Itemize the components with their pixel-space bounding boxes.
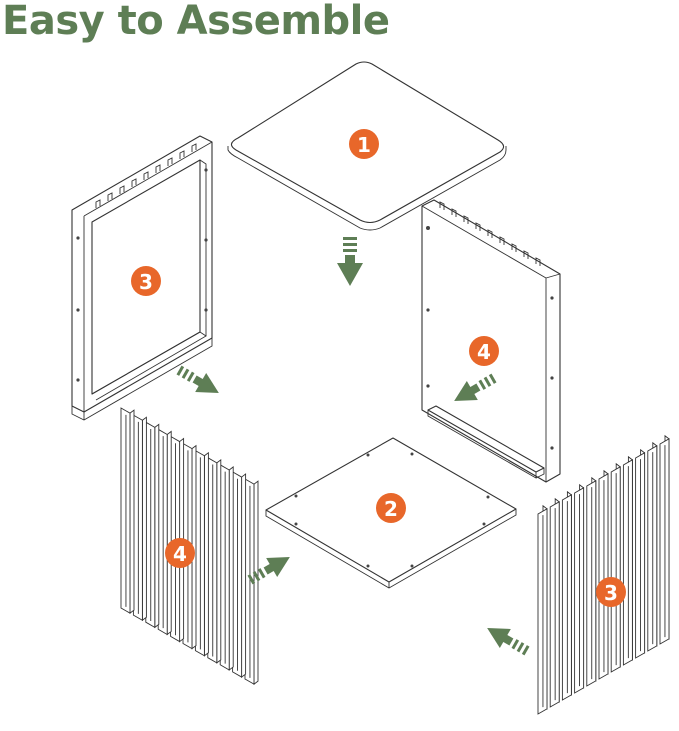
svg-text:4: 4 [477, 340, 491, 364]
top-board: 1 [227, 61, 507, 231]
arrow-down-right-icon [176, 365, 219, 393]
arrow-up-right-icon [247, 557, 290, 585]
svg-text:1: 1 [357, 133, 371, 157]
svg-text:3: 3 [604, 581, 618, 605]
arrow-up-left-icon [487, 628, 530, 656]
back-panel: 4 [421, 199, 561, 483]
arrow-down-left-icon [454, 373, 497, 401]
slat-side [141, 416, 147, 622]
side-frame-left: 3 [71, 135, 213, 421]
svg-text:2: 2 [384, 497, 398, 521]
arrow-down-icon [337, 237, 363, 286]
slat [194, 449, 205, 657]
slatted-front-panel [120, 407, 259, 686]
badge-1: 1 [349, 129, 379, 159]
page-title: Easy to Assemble [2, 0, 390, 44]
svg-text:3: 3 [139, 270, 153, 294]
slat-side [203, 451, 209, 657]
slat-side [129, 409, 135, 615]
bottom-board: 2 [265, 437, 517, 589]
slat-side [241, 473, 247, 678]
slat [132, 414, 143, 622]
slatted-side-panel [537, 434, 670, 715]
slat-side [216, 458, 222, 664]
svg-text:4: 4 [173, 542, 187, 566]
slat-side [228, 466, 234, 671]
badge-2: 2 [376, 493, 406, 523]
badge-3-left: 3 [131, 266, 161, 296]
badge-4-front: 4 [165, 538, 195, 568]
badge-3-right: 3 [596, 577, 626, 607]
badge-4-back: 4 [469, 336, 499, 366]
slat-side [154, 423, 160, 629]
slat-side [166, 430, 172, 636]
